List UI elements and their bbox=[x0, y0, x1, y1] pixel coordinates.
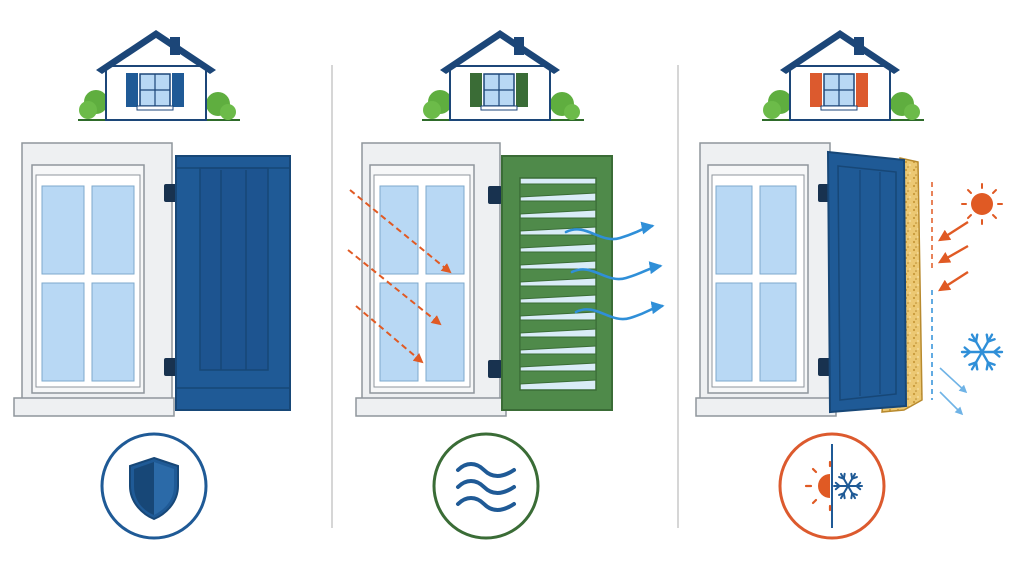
snowflake-icon bbox=[960, 333, 1004, 371]
louver-slat bbox=[519, 200, 597, 215]
panel-insulation bbox=[695, 30, 1004, 540]
window bbox=[355, 142, 507, 417]
arrow-icon bbox=[564, 221, 655, 241]
window bbox=[695, 142, 837, 417]
arrow-icon bbox=[355, 305, 424, 364]
arrow-icon bbox=[570, 261, 663, 281]
louver-slat bbox=[519, 234, 597, 249]
hinge bbox=[164, 184, 178, 202]
arrow-icon bbox=[937, 270, 969, 292]
arrow-icon bbox=[937, 220, 969, 242]
insulated-shutter bbox=[826, 150, 923, 414]
hinge bbox=[488, 360, 502, 378]
house-icon bbox=[762, 30, 924, 121]
panel-ventilation bbox=[347, 30, 665, 540]
house-icon bbox=[422, 30, 584, 121]
arrow-icon bbox=[937, 244, 969, 264]
shield-icon bbox=[129, 456, 179, 521]
louver-slats bbox=[519, 183, 597, 385]
panel-protection bbox=[13, 30, 291, 540]
louver-slat bbox=[519, 336, 597, 351]
louver-slat bbox=[519, 217, 597, 232]
sun-snowflake-badge bbox=[778, 432, 886, 540]
hinge bbox=[164, 358, 178, 376]
hinge bbox=[818, 358, 832, 376]
arrow-icon bbox=[349, 189, 452, 274]
louvered-shutter bbox=[501, 155, 613, 411]
shield-badge bbox=[100, 432, 208, 540]
arrow-icon bbox=[939, 391, 964, 416]
cold-arrows bbox=[939, 367, 968, 416]
louver-slat bbox=[519, 268, 597, 283]
arrow-icon bbox=[939, 367, 968, 394]
airflow-waves-icon bbox=[456, 462, 516, 512]
sun-snowflake-icon bbox=[804, 460, 863, 512]
heat-arrows bbox=[937, 220, 969, 292]
sunlight-arrows bbox=[347, 189, 452, 364]
hinge bbox=[488, 186, 502, 204]
house-icon bbox=[78, 30, 240, 121]
board-and-batten-shutter bbox=[175, 155, 291, 411]
sun-icon bbox=[961, 183, 1003, 225]
arrow-icon bbox=[574, 301, 665, 321]
louver-slat bbox=[519, 251, 597, 266]
airflow-arrows bbox=[564, 221, 665, 321]
louver-slat bbox=[519, 319, 597, 334]
louver-slat bbox=[519, 285, 597, 300]
airflow-badge bbox=[432, 432, 540, 540]
louver-slat bbox=[519, 353, 597, 368]
louver-slat bbox=[519, 370, 597, 385]
louver-slat bbox=[519, 183, 597, 198]
window bbox=[13, 142, 175, 417]
